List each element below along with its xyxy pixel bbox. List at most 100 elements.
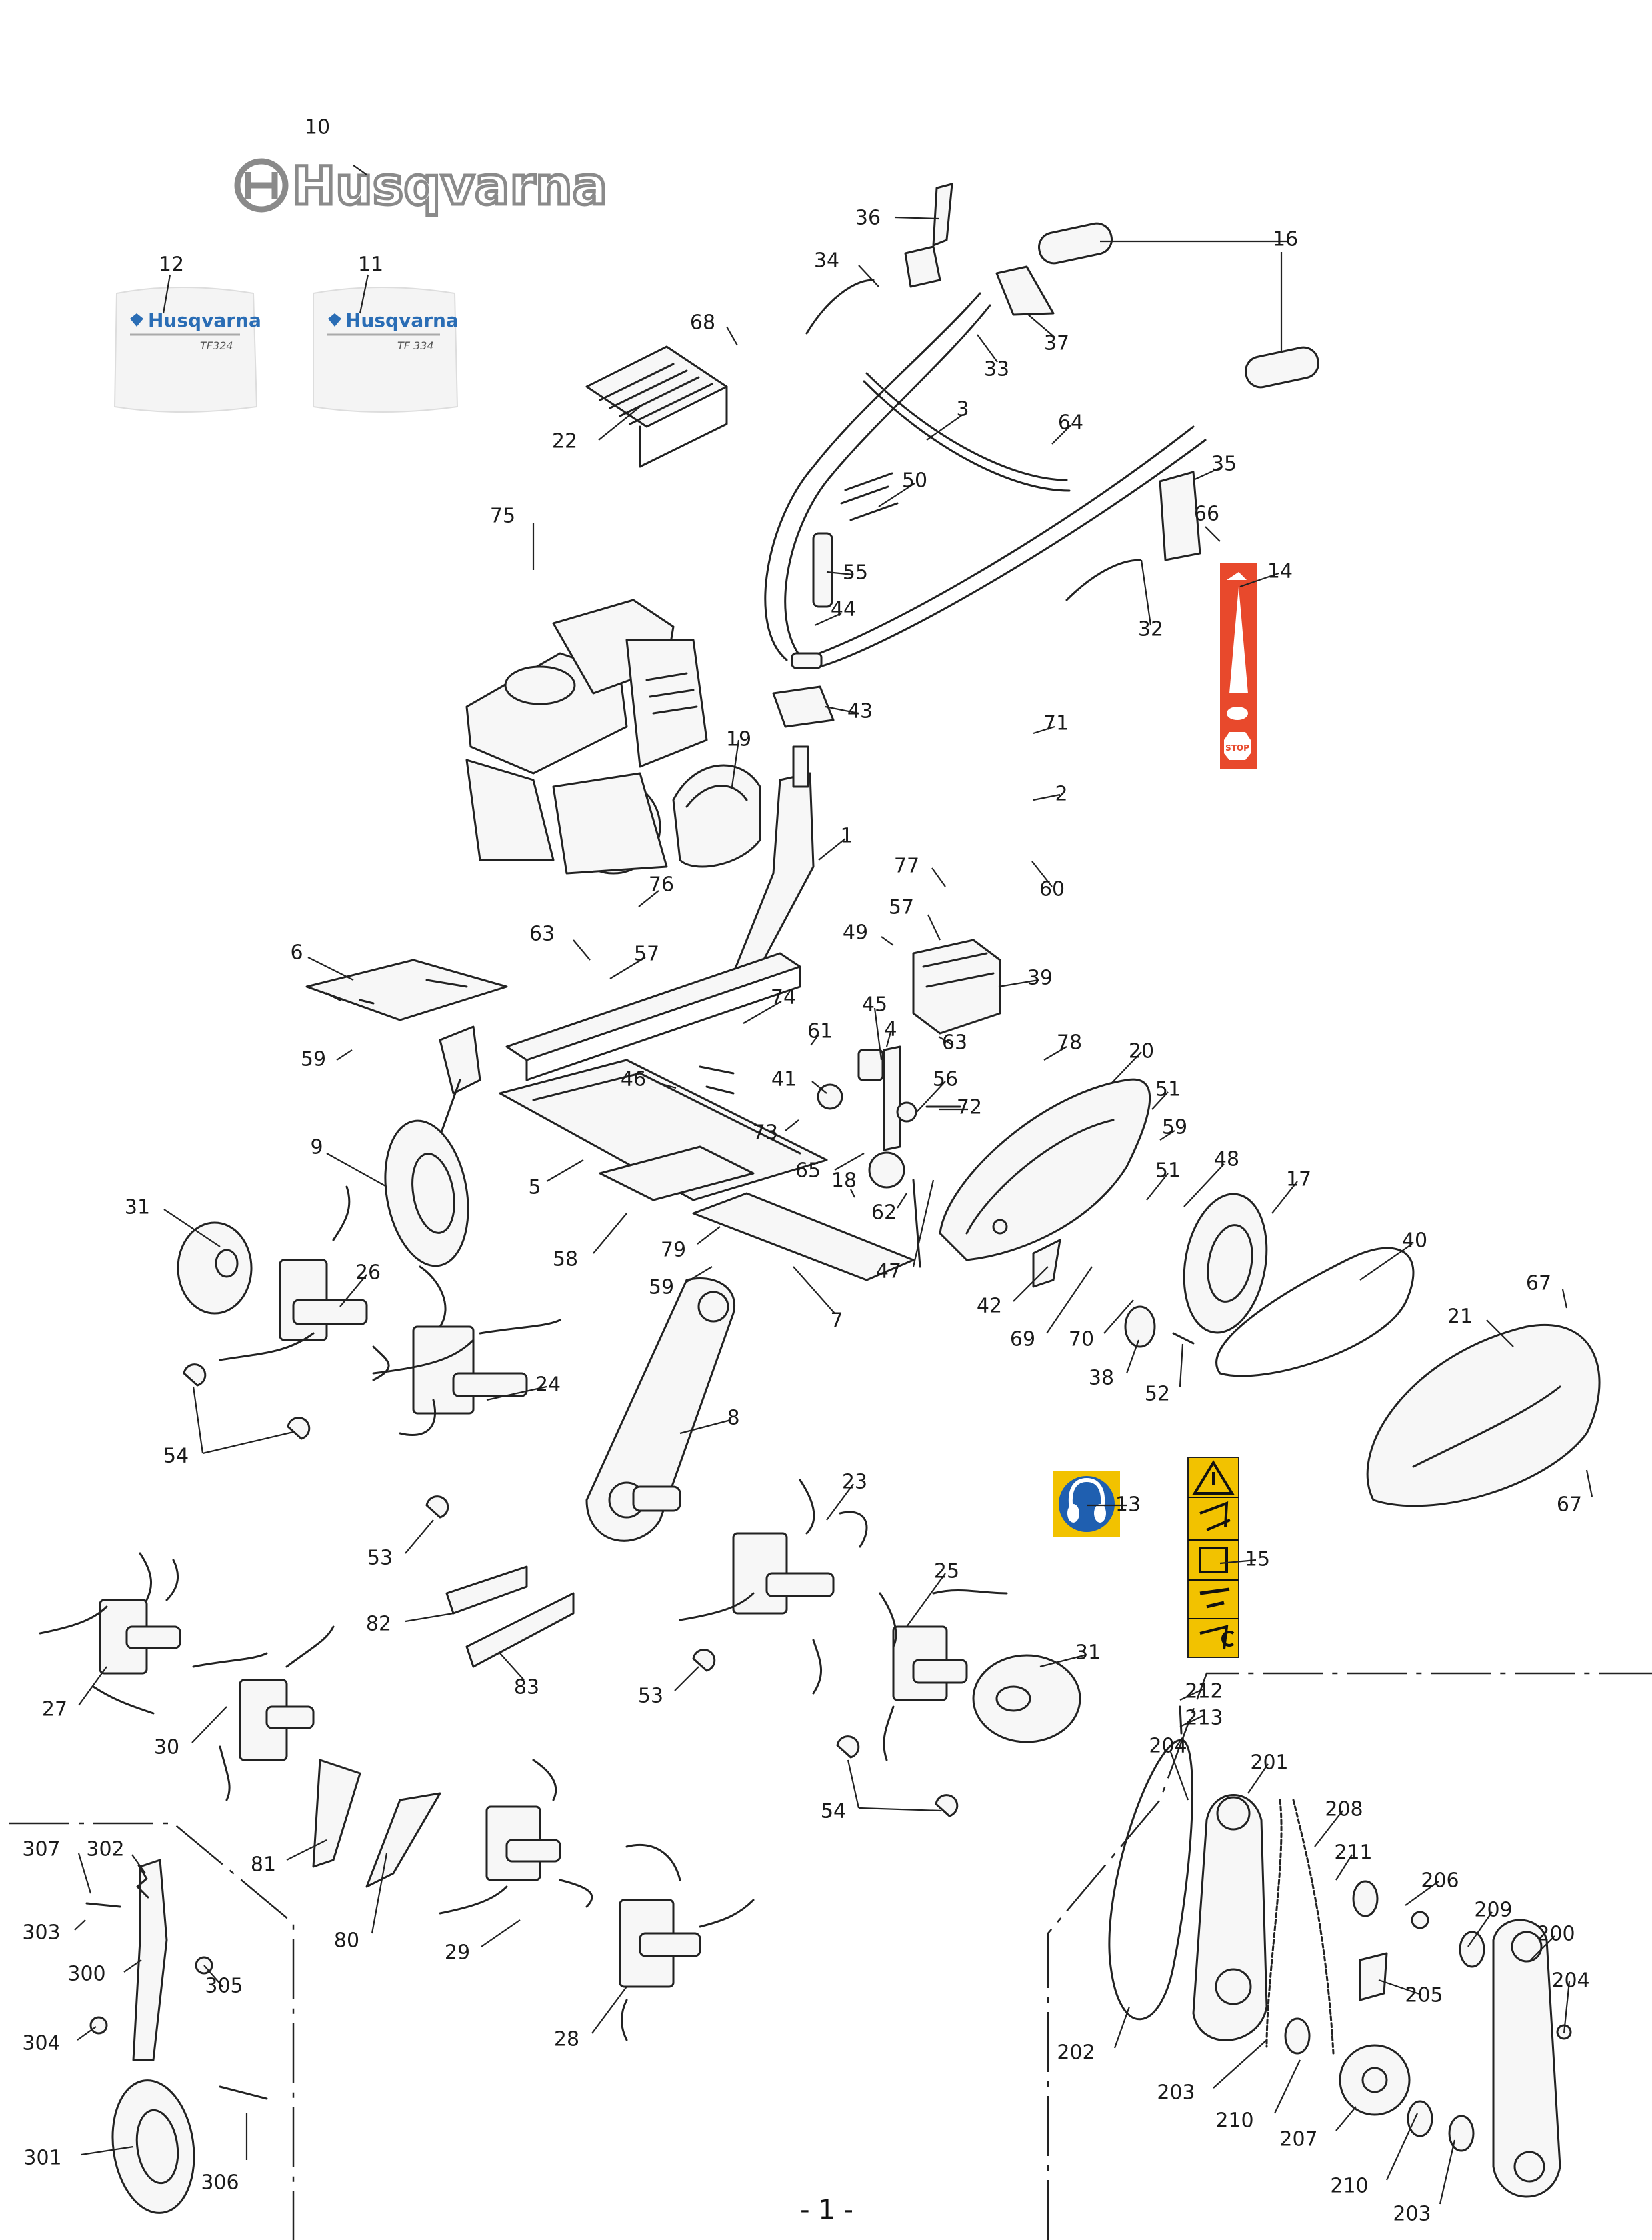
part-callout: 23 [826, 1471, 867, 1521]
part-number-label: 213 [1185, 1707, 1223, 1730]
part-number-label: 202 [1057, 2041, 1095, 2065]
part-number-label: 36 [855, 207, 881, 230]
brand-logo-text: Husqvarna [292, 157, 607, 217]
part-number-label: 28 [554, 2028, 579, 2051]
part-callout: 7 [793, 1266, 843, 1333]
part-number-label: 205 [1405, 1984, 1443, 2007]
part-number-label: 200 [1537, 1923, 1575, 1946]
ear-protection-decal [1053, 1471, 1120, 1537]
part-number-label: 54 [163, 1445, 189, 1468]
part-callout: 210 [1330, 2113, 1418, 2198]
leader-line [1563, 1981, 1571, 2034]
inset-depth-wheel [9, 1822, 295, 2240]
gearbox [912, 939, 1001, 1035]
part-number-label: 10 [305, 116, 330, 139]
part-callout: 5 [528, 1159, 584, 1199]
leader-line [405, 1519, 434, 1554]
part-callout: 64 [1051, 411, 1083, 445]
part-number-label: 51 [1155, 1078, 1181, 1101]
part-callout: 21 [1447, 1305, 1514, 1347]
leader-line [894, 216, 939, 220]
leader-line [339, 1274, 367, 1307]
part-callout: 34 [814, 249, 879, 287]
part-callout: 33 [977, 334, 1009, 381]
part-callout: 31 [1039, 1641, 1101, 1668]
leader-line [926, 414, 963, 441]
part-number-label: 210 [1330, 2175, 1368, 2198]
leader-line [591, 1986, 627, 2034]
part-callout: 2 [1033, 783, 1068, 806]
part-callout: 4 [884, 1018, 897, 1047]
engine [465, 599, 708, 875]
part-number-label: 8 [727, 1407, 739, 1430]
leader-line [1335, 2106, 1357, 2131]
leader-line [826, 1483, 854, 1521]
leader-line [1046, 1266, 1093, 1334]
leader-line [1530, 1935, 1555, 1961]
part-number-label: 27 [42, 1698, 67, 1721]
part-callout: 54 [163, 1386, 204, 1468]
part-number-label: 65 [795, 1159, 821, 1183]
part-number-label: 83 [514, 1676, 539, 1699]
part-callout: 304 [22, 2026, 97, 2055]
leader-line [814, 612, 842, 627]
part-number-label: 45 [862, 993, 887, 1017]
leader-line [897, 1193, 907, 1209]
part-number-label: 62 [871, 1201, 897, 1225]
part-callout: 307 [22, 1838, 92, 1894]
part-callout: 83 [499, 1653, 539, 1699]
leader-line [546, 1159, 584, 1182]
part-number-label: 203 [1393, 2203, 1431, 2226]
belt-cover-inner [939, 1078, 1151, 1261]
part-callout: 57 [889, 896, 941, 941]
part-number-label: 49 [843, 921, 868, 945]
leader-line [1213, 2039, 1267, 2089]
leader-line [1151, 1091, 1169, 1110]
part-callout: 74 [743, 986, 796, 1024]
leader-line [1359, 1243, 1413, 1281]
part-number-label: 301 [23, 2147, 61, 2170]
part-callout: 54 [821, 1759, 860, 1823]
part-number-label: 68 [690, 311, 715, 335]
part-number-label: 57 [889, 896, 914, 919]
leader-line [1183, 1163, 1225, 1207]
leader-line [1051, 425, 1071, 445]
leader-line [1125, 1339, 1140, 1374]
part-callout: 60 [1031, 861, 1065, 901]
leader-line [1179, 1715, 1203, 1727]
part-callout: 8 [679, 1407, 740, 1435]
clips [183, 1363, 959, 1817]
part-number-label: 69 [1010, 1328, 1035, 1351]
leader-line [1013, 1266, 1049, 1302]
part-number-label: 76 [649, 873, 674, 897]
part-number-label: 47 [876, 1260, 901, 1283]
part-callout: 13 [1087, 1493, 1141, 1517]
handlebar-assembly [764, 183, 1319, 728]
part-number-label: 4 [884, 1018, 897, 1041]
part-callout: 54 [821, 1800, 942, 1823]
leader-line [998, 979, 1039, 988]
leader-line [1140, 559, 1152, 626]
leader-line [192, 1386, 204, 1454]
part-number-label: 208 [1325, 1798, 1363, 1821]
part-callout: 61 [807, 1020, 833, 1046]
part-number-label: 52 [1145, 1383, 1170, 1406]
belt-cover-outer [1366, 1324, 1601, 1507]
leader-line [405, 1612, 454, 1623]
leader-line [1439, 2139, 1456, 2205]
part-number-label: 77 [894, 855, 919, 878]
leader-line [858, 265, 879, 287]
leader-line [78, 1666, 107, 1706]
part-callout: 49 [843, 921, 894, 946]
leader-line [826, 571, 854, 576]
part-callout: 81 [251, 1839, 327, 1877]
part-number-label: 15 [1245, 1548, 1270, 1571]
part-number-label: 29 [445, 1941, 470, 1965]
leader-line [811, 1081, 827, 1094]
part-callout: 45 [862, 993, 887, 1061]
fan-cover [672, 764, 761, 868]
part-callout: 212 [1179, 1680, 1223, 1703]
leader-line [336, 1049, 353, 1061]
leader-line [927, 914, 941, 941]
part-callout: 11 [358, 253, 383, 314]
